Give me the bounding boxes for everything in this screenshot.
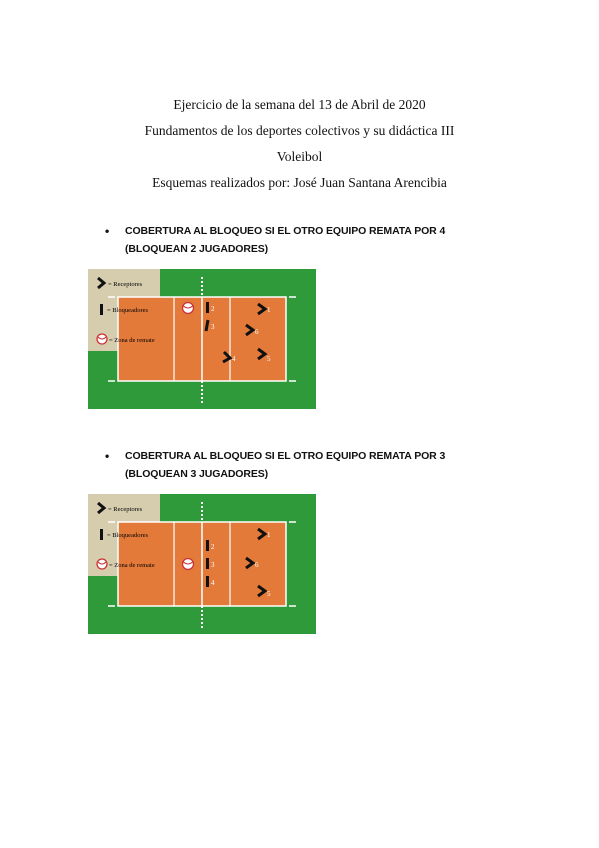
player-label-3: 3 [211, 323, 215, 331]
court-diagram-2-svg: = Receptores = Bloqueadores = Zona de re… [88, 494, 316, 634]
legend-bloqueadores: = Bloqueadores [107, 532, 149, 539]
receiver-marker [257, 347, 268, 361]
receiver-legend-icon [97, 501, 107, 515]
player-label-5: 5 [267, 590, 271, 598]
player-label-4: 4 [211, 579, 215, 587]
legend-receptores: = Receptores [108, 281, 143, 288]
ball-legend-seam [97, 336, 107, 340]
player-label-2: 2 [211, 543, 215, 551]
player-label-5: 5 [267, 355, 271, 363]
ball-legend-seam [97, 561, 107, 565]
section-2-heading-line2: (BLOQUEAN 3 JUGADORES) [125, 468, 269, 480]
player-label-1: 1 [267, 306, 271, 314]
blocker-marker [206, 576, 209, 587]
receiver-marker [257, 527, 268, 541]
blocker-marker [206, 302, 209, 313]
blocker-marker [206, 558, 209, 569]
document-header: Ejercicio de la semana del 13 de Abril d… [0, 92, 599, 196]
court-diagram-1: = Receptores = Bloqueadores = Zona de re… [88, 269, 316, 409]
legend-zona: = Zona de remate [109, 562, 155, 569]
receiver-marker [245, 556, 256, 570]
receiver-marker [245, 323, 256, 337]
player-label-3: 3 [211, 561, 215, 569]
receiver-marker [257, 584, 268, 598]
header-line-sport: Voleibol [276, 149, 323, 164]
legend-receptores: = Receptores [108, 506, 143, 513]
player-label-6: 6 [255, 328, 259, 336]
ball-seam [183, 561, 193, 565]
blocker-legend-icon [100, 304, 103, 315]
section-1-heading: • COBERTURA AL BLOQUEO SI EL OTRO EQUIPO… [103, 222, 503, 258]
ball-seam [183, 305, 193, 309]
player-label-4: 4 [232, 355, 236, 363]
court-diagram-1-svg: = Receptores = Bloqueadores = Zona de re… [88, 269, 316, 409]
blocker-marker [204, 319, 210, 332]
section-1: • COBERTURA AL BLOQUEO SI EL OTRO EQUIPO… [103, 222, 503, 258]
court-diagram-2: = Receptores = Bloqueadores = Zona de re… [88, 494, 316, 634]
bullet: • [105, 449, 110, 463]
section-1-heading-line1: COBERTURA AL BLOQUEO SI EL OTRO EQUIPO R… [125, 225, 446, 237]
legend-zona: = Zona de remate [109, 337, 155, 344]
header-line-author: Esquemas realizados por: José Juan Santa… [152, 175, 447, 190]
header-line-course: Fundamentos de los deportes colectivos y… [144, 123, 455, 138]
section-2-heading: • COBERTURA AL BLOQUEO SI EL OTRO EQUIPO… [103, 447, 503, 483]
legend-bloqueadores: = Bloqueadores [107, 307, 149, 314]
player-label-6: 6 [255, 561, 259, 569]
receiver-legend-icon [97, 276, 107, 290]
blocker-legend-icon [100, 529, 103, 540]
player-label-2: 2 [211, 305, 215, 313]
header-line-date: Ejercicio de la semana del 13 de Abril d… [173, 97, 426, 112]
blocker-marker [206, 540, 209, 551]
receiver-marker [257, 302, 268, 316]
section-1-heading-line2: (BLOQUEAN 2 JUGADORES) [125, 243, 269, 255]
section-2: • COBERTURA AL BLOQUEO SI EL OTRO EQUIPO… [103, 447, 503, 483]
player-label-1: 1 [267, 531, 271, 539]
receiver-marker [222, 350, 233, 364]
bullet: • [105, 224, 110, 238]
section-2-heading-line1: COBERTURA AL BLOQUEO SI EL OTRO EQUIPO R… [125, 450, 446, 462]
